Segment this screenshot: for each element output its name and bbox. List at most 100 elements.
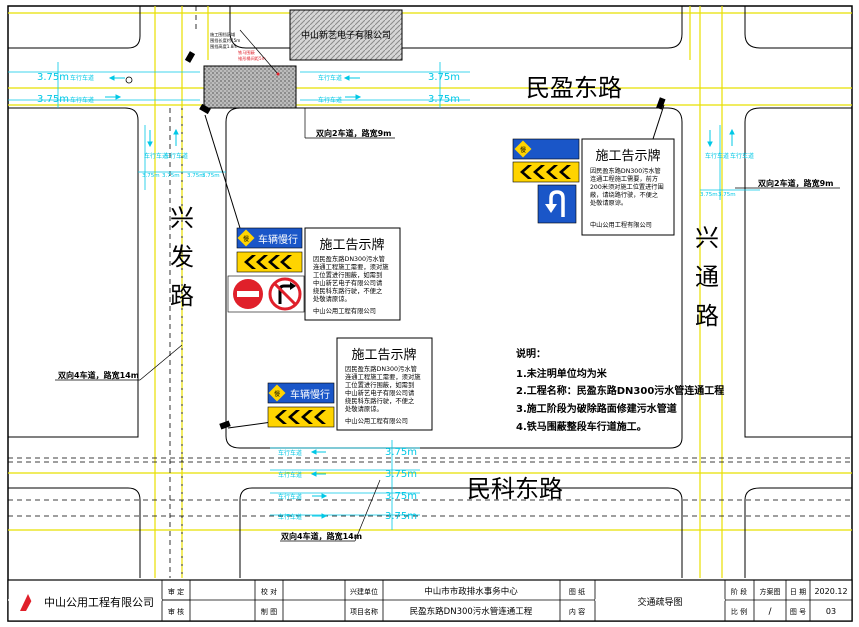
svg-text:3.75m: 3.75m [37, 94, 69, 105]
svg-text:慢: 慢 [274, 390, 280, 398]
road-width-annotations: 双向2车道，路宽9m 双向2车道，路宽9m 双向4车道，路宽14m 双向4车道，… [55, 108, 840, 542]
svg-text:3.施工阶段为破除路面修建污水管道: 3.施工阶段为破除路面修建污水管道 [516, 402, 677, 415]
svg-text:比 例: 比 例 [731, 607, 747, 616]
svg-text:施工围挡区域: 施工围挡区域 [210, 31, 236, 38]
svg-text:围挡长度约15m: 围挡长度约15m [210, 37, 240, 44]
lane-label: 车行车道 [278, 493, 302, 501]
lane-label: 车行车道 [318, 74, 342, 82]
svg-text:双向2车道，路宽9m: 双向2车道，路宽9m [316, 128, 391, 138]
svg-text:项目名称: 项目名称 [350, 607, 378, 616]
lane-label: 车行车道 [70, 74, 94, 82]
construction-board-bottom: 施工告示牌 因民盈东路DN300污水管 连通工程施工需要，须对施 工位置进行围蔽… [336, 337, 433, 431]
sign-post-markers [184, 51, 666, 430]
svg-text:3.75m: 3.75m [428, 94, 460, 105]
svg-text:连通工程施工需要，须对施: 连通工程施工需要，须对施 [345, 372, 421, 381]
lane-label: 车行车道 [278, 471, 302, 479]
svg-text:因民盈东路DN300污水管: 因民盈东路DN300污水管 [590, 167, 661, 175]
svg-text:路: 路 [695, 302, 719, 330]
lane-width-labels: 3.75m 3.75m 3.75m 3.75m 3.75m 3.75m 3.75… [37, 72, 460, 522]
svg-text:中山公用工程有限公司: 中山公用工程有限公司 [313, 306, 376, 315]
lane-dimensions [8, 62, 760, 530]
svg-text:施工告示牌: 施工告示牌 [595, 148, 660, 164]
svg-text:1.未注明单位均为米: 1.未注明单位均为米 [516, 367, 608, 380]
lane-width-labels-small: 3.75m 3.75m 3.75m 3.75m 3.75m 3.75m [142, 173, 736, 198]
svg-text:处敬请原谅。: 处敬请原谅。 [590, 199, 627, 207]
svg-text:慢: 慢 [520, 146, 526, 154]
svg-text:2.工程名称：民盈东路DN300污水管连通工程: 2.工程名称：民盈东路DN300污水管连通工程 [516, 384, 724, 397]
svg-text:因民盈东路DN300污水管: 因民盈东路DN300污水管 [345, 364, 417, 373]
svg-text:3.75m: 3.75m [700, 192, 718, 198]
svg-text:连通工程施工需要，前方: 连通工程施工需要，前方 [590, 175, 658, 183]
svg-text:处敬请原谅。: 处敬请原谅。 [345, 404, 383, 413]
svg-text:阶 段: 阶 段 [731, 587, 747, 596]
lane-label: 车行车道 [278, 449, 302, 457]
svg-text:民盈东路DN300污水管连通工程: 民盈东路DN300污水管连通工程 [410, 606, 533, 617]
road-name-xingfa: 兴 发 路 [170, 204, 194, 310]
svg-text:连通工程施工需要，须对施: 连通工程施工需要，须对施 [313, 262, 389, 271]
svg-text:通: 通 [695, 263, 719, 291]
construction-board-right: 施工告示牌 因民盈东路DN300污水管 连通工程施工需要，前方 200米须对施工… [581, 138, 675, 236]
svg-text:3.75m: 3.75m [162, 173, 180, 179]
svg-text:中山公用工程有限公司: 中山公用工程有限公司 [345, 416, 408, 425]
svg-text:兴: 兴 [170, 204, 194, 232]
svg-text:因民盈东路DN300污水管: 因民盈东路DN300污水管 [313, 254, 385, 263]
svg-text:3.75m: 3.75m [385, 469, 417, 480]
lane-label: 车行车道 [144, 152, 168, 160]
lane-label: 车行车道 [318, 96, 342, 104]
svg-text:200米须对施工位置进行围: 200米须对施工位置进行围 [590, 183, 664, 191]
svg-text:审 定: 审 定 [168, 587, 184, 596]
svg-text:03: 03 [826, 607, 836, 616]
svg-text:3.75m: 3.75m [385, 491, 417, 502]
lane-label: 车行车道 [730, 152, 754, 160]
lane-label: 车行车道 [705, 152, 729, 160]
lane-label: 车行车道 [70, 96, 94, 104]
lane-dashes [8, 6, 852, 578]
svg-text:施工告示牌: 施工告示牌 [319, 237, 384, 253]
left-sign-group: 慢 车辆慢行 [227, 227, 305, 313]
notes: 说明： 1.未注明单位均为米 2.工程名称：民盈东路DN300污水管连通工程 3… [516, 347, 724, 433]
svg-text:审 核: 审 核 [168, 607, 184, 616]
svg-text:方案图: 方案图 [760, 587, 781, 596]
svg-text:3.75m: 3.75m [385, 511, 417, 522]
svg-text:工位置进行围蔽，如需到: 工位置进行围蔽，如需到 [345, 380, 414, 389]
road-name-minying: 民盈东路 [526, 74, 622, 102]
svg-text:日 期: 日 期 [790, 588, 806, 596]
svg-text:中山市市政排水事务中心: 中山市市政排水事务中心 [424, 586, 518, 597]
svg-text:发: 发 [170, 243, 194, 271]
svg-text:3.75m: 3.75m [187, 173, 205, 179]
svg-text:蔽，请绕路行驶，不便之: 蔽，请绕路行驶，不便之 [590, 191, 658, 199]
svg-text:双向4车道，路宽14m: 双向4车道，路宽14m [58, 370, 139, 380]
construction-board-left: 施工告示牌 因民盈东路DN300污水管 连通工程施工需要，须对施 工位置进行围蔽… [304, 227, 401, 321]
svg-text:路: 路 [170, 282, 194, 310]
svg-text:绕民科东路行驶，不便之: 绕民科东路行驶，不便之 [345, 396, 415, 405]
svg-text:铁马围蔽: 铁马围蔽 [238, 49, 256, 56]
road-name-minke: 民科东路 [467, 475, 563, 503]
svg-text:中山公用工程有限公司: 中山公用工程有限公司 [590, 221, 652, 229]
top-callout: 施工围挡区域 围挡长度约15m 围挡高度1.8m 铁马围蔽 锥形桶间距5m [210, 29, 280, 76]
svg-text:4.铁马围蔽整段车行道施工。: 4.铁马围蔽整段车行道施工。 [516, 420, 647, 433]
svg-text:图 号: 图 号 [790, 608, 806, 616]
lane-annotations: 车行车道 车行车道 车行车道 车行车道 车行车道 车行车道 车行车道 车行车道 … [70, 74, 754, 521]
svg-text:双向2车道，路宽9m: 双向2车道，路宽9m [758, 178, 833, 188]
svg-text:中山新艺电子有限公司请: 中山新艺电子有限公司请 [345, 388, 415, 397]
svg-text:3.75m: 3.75m [385, 447, 417, 458]
sign-leader-lines [204, 104, 665, 429]
svg-text:3.75m: 3.75m [428, 72, 460, 83]
svg-text:中山新艺电子有限公司请: 中山新艺电子有限公司请 [313, 278, 383, 287]
svg-text:说明：: 说明： [516, 347, 546, 360]
marker-circle [125, 76, 133, 84]
title-block: 中山公用工程有限公司 审 定 审 核 校 对 制 图 兴建单位 项目名称 中山市… [7, 579, 853, 622]
svg-text:车辆慢行: 车辆慢行 [290, 388, 330, 401]
construction-zone [203, 65, 297, 109]
svg-text:3.75m: 3.75m [718, 192, 736, 198]
svg-text:工位置进行围蔽，如需到: 工位置进行围蔽，如需到 [313, 270, 382, 279]
svg-text:3.75m: 3.75m [37, 72, 69, 83]
svg-text:双向4车道，路宽14m: 双向4车道，路宽14m [281, 531, 362, 541]
svg-text:图 纸: 图 纸 [569, 587, 585, 596]
svg-text:2020.12: 2020.12 [814, 587, 847, 596]
svg-text:围挡高度1.8m: 围挡高度1.8m [210, 43, 238, 50]
svg-text:慢: 慢 [243, 235, 249, 243]
right-sign-group: 慢 [512, 138, 580, 224]
svg-text:/: / [768, 607, 772, 617]
